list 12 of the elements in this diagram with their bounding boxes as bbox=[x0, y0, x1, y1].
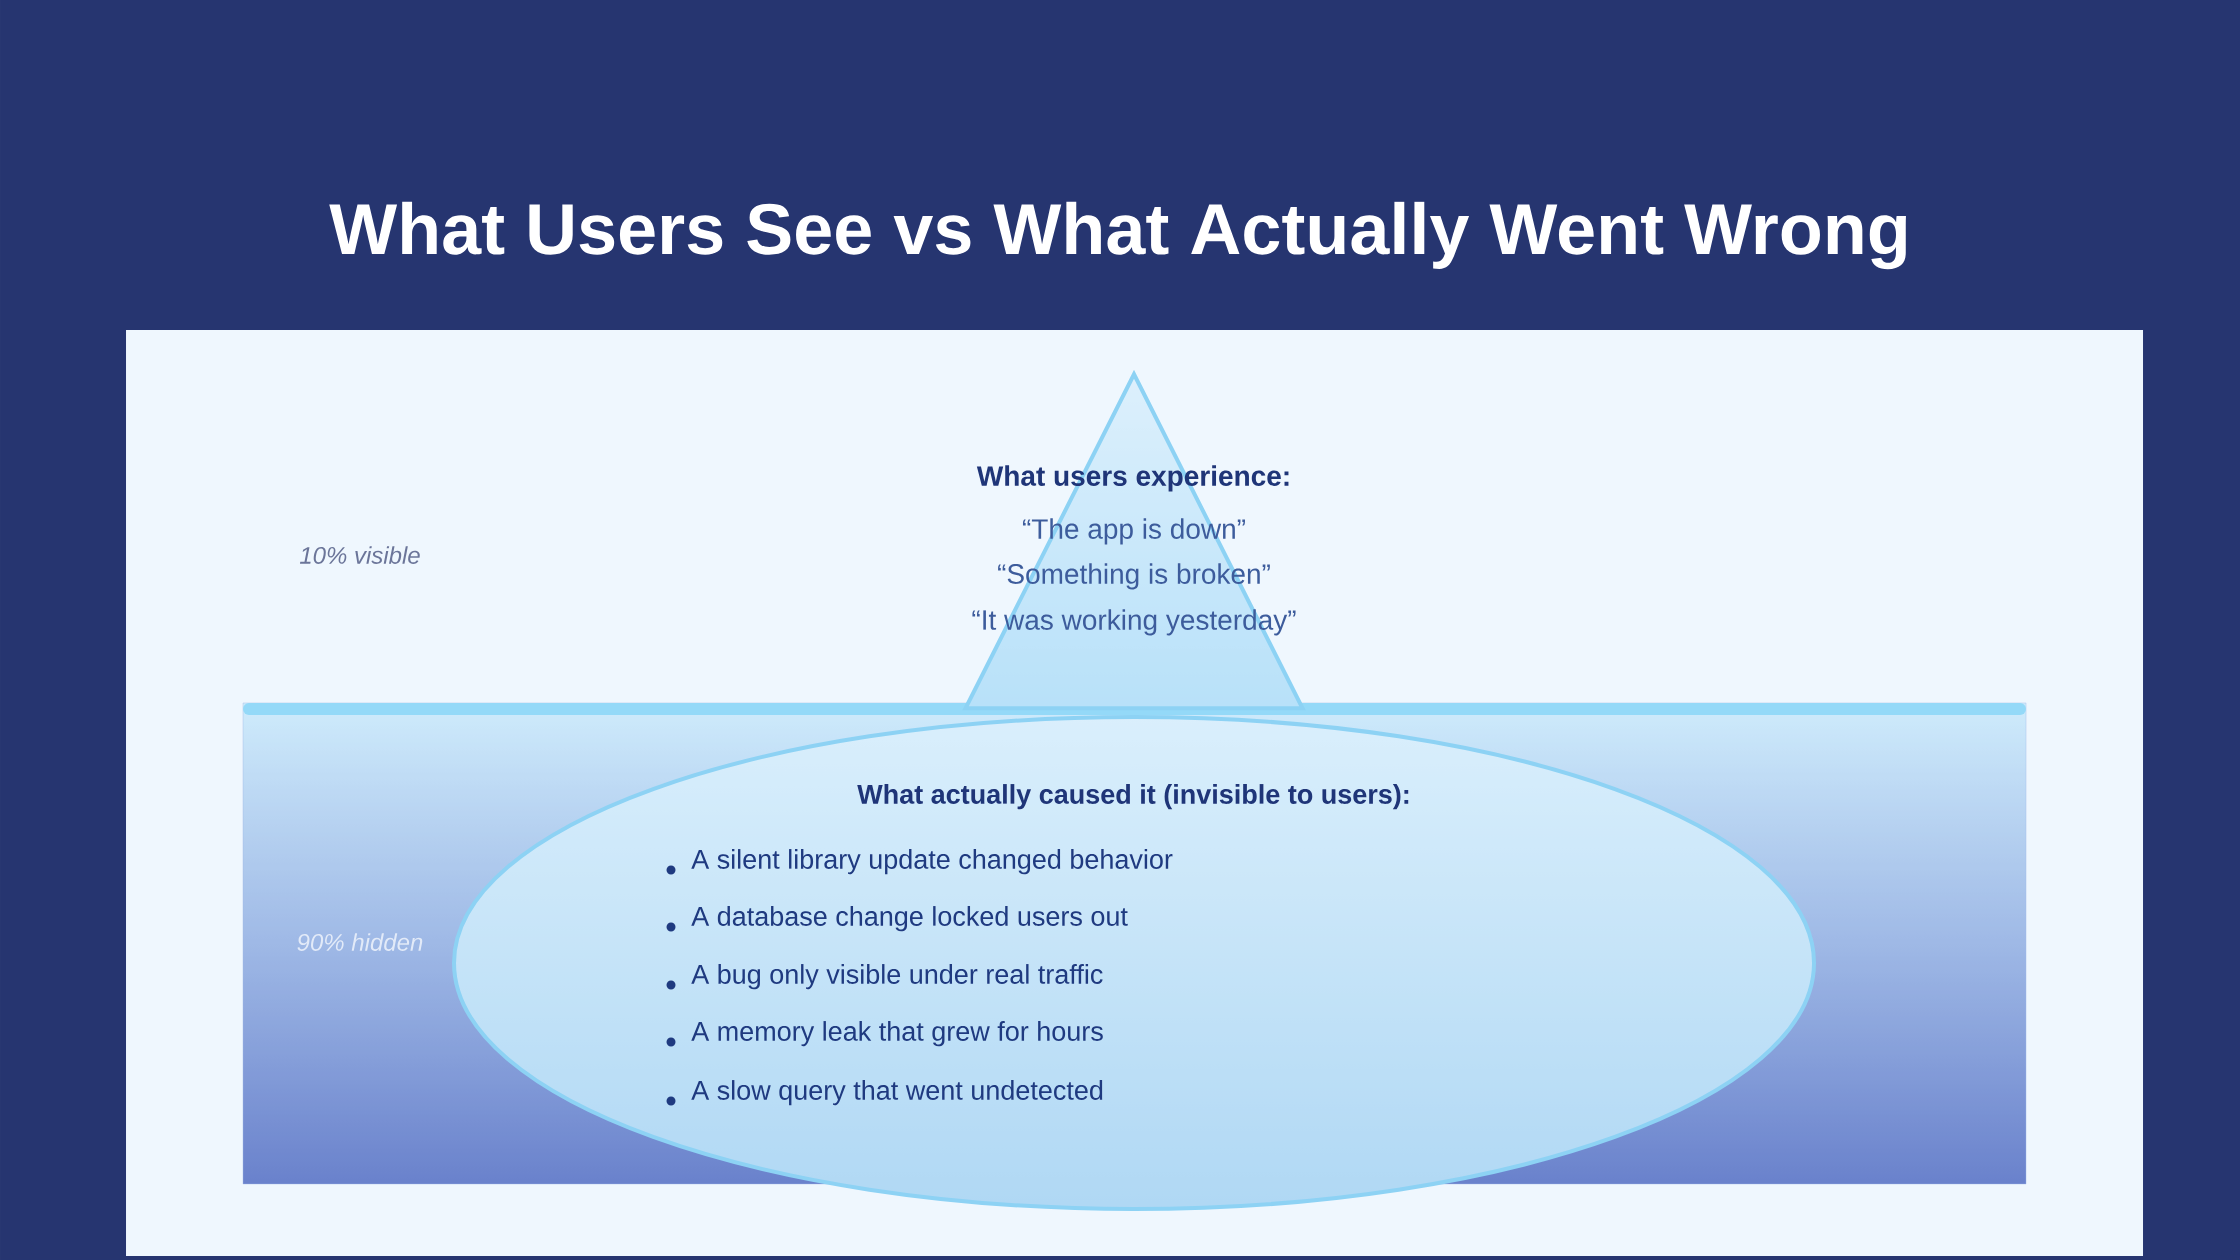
bullet-text: A silent library update changed behavior bbox=[691, 849, 1173, 875]
title: What Users See vs What Actually Went Wrong bbox=[329, 201, 1906, 270]
bullet-text: A database change locked users out bbox=[691, 906, 1128, 932]
side-label: 90% hidden bbox=[297, 933, 423, 951]
quote-text: “It was working yesterday” bbox=[972, 609, 1296, 636]
heading: What users experience: bbox=[976, 465, 1289, 492]
bullet-text: A memory leak that grew for hours bbox=[691, 1021, 1103, 1047]
side-label: 10% visible bbox=[299, 546, 420, 564]
quote-text: “Something is broken” bbox=[998, 563, 1270, 590]
bullet-text: A slow query that went undetected bbox=[691, 1080, 1103, 1106]
bullet-text: A bug only visible under real traffic bbox=[691, 964, 1103, 990]
heading: What actually caused it (invisible to users): bbox=[857, 784, 1409, 810]
